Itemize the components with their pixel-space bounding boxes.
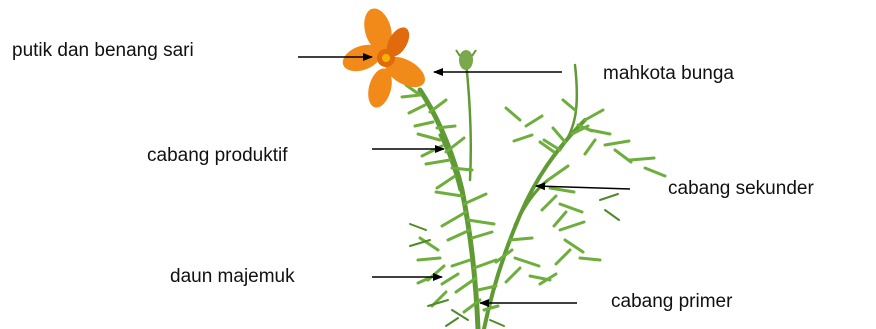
label-pistil-stamen: putik dan benang sari	[12, 40, 194, 62]
bud-stem	[466, 62, 471, 180]
label-primary-branch: cabang primer	[611, 291, 732, 313]
flower-bud	[456, 50, 476, 70]
leaves	[402, 85, 665, 312]
label-productive-branch: cabang produktif	[147, 145, 288, 167]
label-compound-leaf: daun majemuk	[170, 266, 295, 288]
primary-branch-stem	[484, 120, 585, 329]
arrows	[298, 57, 630, 303]
label-secondary-branch: cabang sekunder	[668, 178, 814, 200]
label-corolla: mahkota bunga	[603, 63, 734, 85]
